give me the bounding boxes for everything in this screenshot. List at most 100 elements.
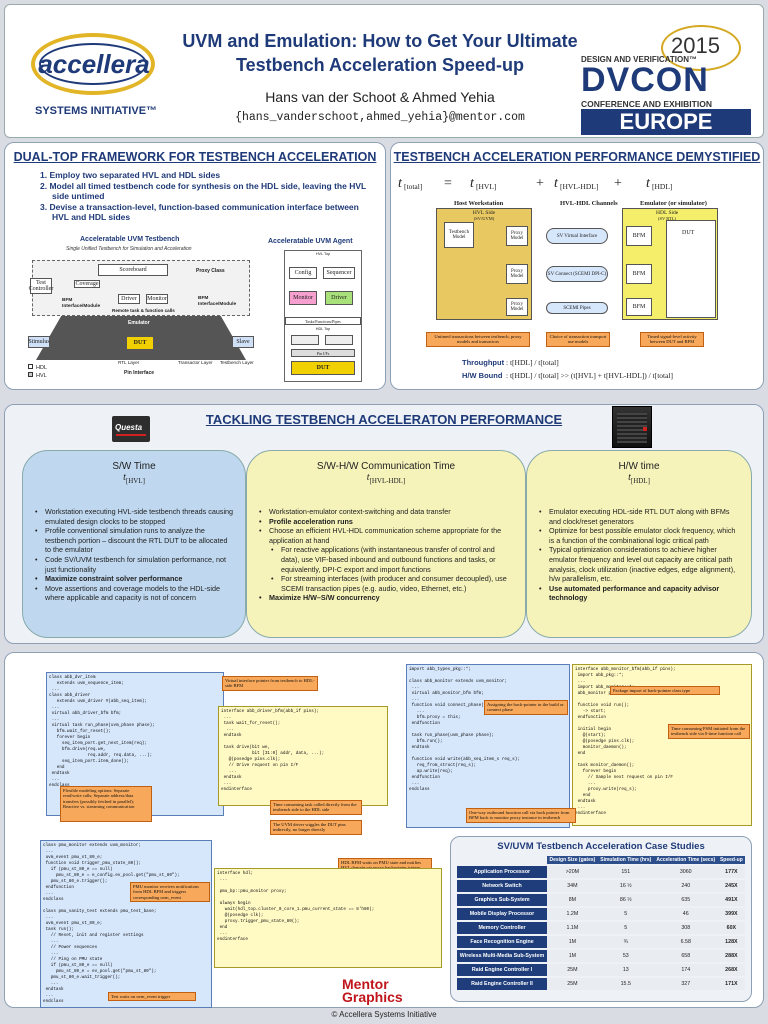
case-cell: 308 (653, 922, 718, 934)
perf-architecture-diagram: Host Workstation HVL-HDL Channels Emulat… (394, 198, 760, 358)
code-pmu-monitor: class pmu_monitor extends uvm_monitor; .… (40, 840, 212, 1008)
step-item: 3. Devise a transaction-level, function-… (40, 201, 359, 223)
legend-hdl: HDL (28, 364, 47, 372)
case-cell: 177X (717, 866, 745, 878)
proxy-class-label: Proxy Class (196, 268, 225, 274)
hw-bullet: Optimize for best possible emulator cloc… (537, 526, 741, 545)
case-cell: 3060 (653, 866, 718, 878)
bfm-if-right-label: BFM Interface/Module (198, 296, 237, 307)
case-app-name: Wireless Multi-Media Sub-System (457, 950, 548, 962)
note-time-consuming-task: Time consuming task called directly from… (270, 800, 362, 815)
hw-time-bubble: H/W time t[HDL] Emulator executing HDL-s… (526, 450, 752, 638)
questa-logo: Questa (112, 416, 150, 442)
case-app-name: Memory Controller (457, 922, 548, 934)
bfm-if-left-label: BFM Interface/Module (62, 298, 101, 309)
coverage-box: Coverage (74, 280, 100, 288)
code-hdl-interface: interface hdl; ... pmu_bp::pmu_monitor p… (214, 868, 442, 968)
note-flexible-modeling: Flexible modeling options: Separate read… (60, 786, 152, 822)
legend-hvl: HVL (28, 372, 47, 380)
note-back-pointer: Assigning the back-pointer in the build … (484, 700, 568, 715)
case-cell: 174 (653, 964, 718, 976)
sw-bullet: Code SV/UVM testbench for simulation per… (33, 555, 235, 574)
emulator-hardware-image (612, 406, 652, 448)
dual-top-title: DUAL-TOP FRAMEWORK FOR TESTBENCH ACCELER… (13, 150, 377, 164)
remote-task-label: Remote task & function calls (112, 308, 175, 313)
case-cell: 86 ½ (597, 894, 654, 906)
sw-bullet: Move assertions and coverage models to t… (33, 584, 235, 603)
bfm-box-2: BFM (626, 264, 652, 284)
case-cell: 15.5 (597, 978, 654, 990)
dvcon-logo: 2015 DESIGN AND VERIFICATION™ DVCON CONF… (577, 25, 755, 137)
case-app-name: Graphics Sub-System (457, 894, 548, 906)
tackling-title: TACKLING TESTBENCH ACCELERATON PERFORMAN… (205, 412, 563, 427)
case-cell: 8M (547, 894, 598, 906)
proxy-box-3: Proxy Model (506, 298, 528, 316)
config-box: Config (289, 267, 317, 279)
note-timed: Timed signal-level activity between DUT … (640, 332, 704, 347)
case-header: Speed-up (717, 856, 745, 864)
case-cell: 46 (653, 908, 718, 920)
case-header (457, 856, 547, 864)
rtl-layer-label: RTL Layer (118, 360, 140, 365)
note-test-waits: Test waits on uvm_event trigger (108, 992, 196, 1002)
proxy-box-1: Proxy Model (506, 226, 528, 246)
case-app-name: Raid Engine Controller I (457, 964, 548, 976)
note-package-import: Package import of back-pointer class typ… (610, 686, 720, 696)
case-studies: SV/UVM Testbench Acceleration Case Studi… (450, 836, 752, 1002)
case-studies-table: Design Size (gates)Simulation Time (hrs)… (457, 854, 745, 992)
case-cell: 327 (653, 978, 718, 990)
tasks-functions-box: Tasks/Functions/Pipes (285, 317, 361, 325)
pin-interface-label: Pin Interface (124, 370, 155, 376)
code-monitor: import abb_types_pkg::*; class abb_monit… (406, 664, 570, 828)
case-cell: 245X (717, 880, 745, 892)
emulator-column-label: Emulator (or simulator) (640, 200, 707, 207)
hw-bullet: Use automated performance and capacity a… (537, 584, 741, 603)
hw-time-title: H/W time (618, 461, 660, 472)
hw-time-list: Emulator executing HDL-side RTL DUT alon… (537, 507, 741, 603)
case-cell: 13 (597, 964, 654, 976)
note-transport: Choice of transaction transport use mode… (546, 332, 610, 347)
case-cell: 635 (653, 894, 718, 906)
swhw-bullet: For streaming interfaces (with producer … (257, 574, 515, 593)
swhw-time-bubble: S/W-H/W Communication Time t[HVL-HDL] Wo… (246, 450, 526, 638)
case-app-name: Mobile Display Processor (457, 908, 548, 920)
swhw-bullet: For reactive applications (with instanta… (257, 545, 515, 574)
dual-top-steps: 1. Employ two separated HVL and HDL side… (40, 170, 370, 223)
case-cell: 171X (717, 978, 745, 990)
case-cell: 240 (653, 880, 718, 892)
accellera-logo: accellera (29, 31, 159, 99)
throughput: Throughput: t[HDL] / t[total] (462, 358, 559, 367)
sequencer-box: Sequencer (323, 267, 355, 279)
case-cell: 16 ½ (597, 880, 654, 892)
case-cell: 60X (717, 922, 745, 934)
transactor-layer-label: Transactor Layer (178, 360, 213, 365)
monitor-box: Monitor (146, 294, 168, 304)
author-emails: {hans_vanderschoot,ahmed_yehia}@mentor.c… (235, 111, 525, 124)
note-untimed: Untimed transactions between testbench, … (426, 332, 530, 347)
note-driver-wiggles: The UVM driver wiggles the DUT pins indi… (270, 820, 362, 835)
tb-diagram-title: Acceleratable UVM Testbench (80, 236, 180, 243)
note-fsm-initiated: Time consuming FSM initiated from the te… (668, 724, 750, 739)
swhw-bullet: Profile acceleration runs (257, 517, 515, 527)
sw-time-bubble: S/W Time t[HVL] Workstation executing HV… (22, 450, 246, 638)
swhw-bullet: Choose an efficient HVL-HDL communicatio… (257, 526, 515, 545)
case-app-name: Network Switch (457, 880, 548, 892)
acceleratable-agent-diagram: HVL Top Config Sequencer Monitor Driver … (284, 250, 362, 382)
case-cell: 128X (717, 936, 745, 948)
mentor-graphics-logo: Mentor Graphics (342, 976, 403, 1005)
performance-equation: t[total] = t[HVL] + t[HVL-HDL] + t[HDL] (398, 176, 673, 191)
footer-copyright: © Accellera Systems Initiative (331, 1010, 437, 1019)
case-cell: 1.2M (547, 908, 598, 920)
case-cell: 5 (597, 908, 654, 920)
sw-bullet: Profile conventional simulation runs to … (33, 526, 235, 555)
performance-title: TESTBENCH ACCELERATION PERFORMANCE DEMYS… (393, 150, 761, 164)
case-cell: 25M (547, 964, 598, 976)
dut-box: DUT (126, 336, 154, 350)
case-app-name: Application Processor (457, 866, 548, 878)
tb-diagram-subtitle: Single Unified Testbench for Simulation … (66, 246, 192, 252)
sw-time-list: Workstation executing HVL-side testbench… (33, 507, 235, 603)
